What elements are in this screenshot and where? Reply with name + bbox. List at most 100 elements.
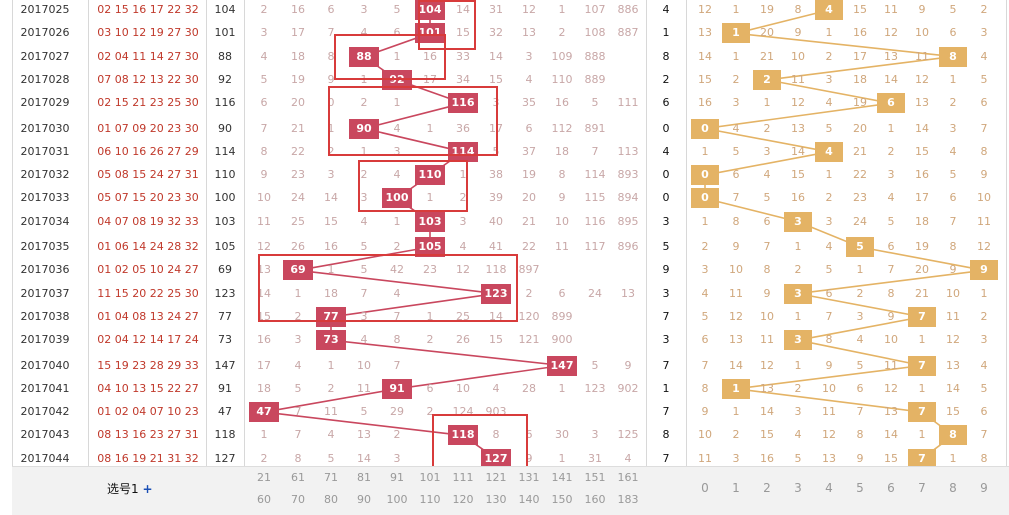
issue-number: 2017031 bbox=[20, 144, 70, 158]
digit-miss-count: 20 bbox=[760, 26, 774, 40]
digit-miss-count: 11 bbox=[760, 333, 774, 347]
miss-count: 7 bbox=[294, 428, 302, 442]
miss-count: 13 bbox=[522, 26, 536, 40]
miss-count: 4 bbox=[360, 333, 368, 347]
issue-number: 2017036 bbox=[20, 263, 70, 277]
digit-miss-count: 2 bbox=[980, 3, 988, 16]
miss-count: 5 bbox=[360, 405, 368, 419]
digit-miss-count: 14 bbox=[884, 428, 898, 442]
miss-count: 20 bbox=[291, 96, 305, 110]
sum-value: 73 bbox=[218, 333, 232, 347]
miss-count: 30 bbox=[555, 428, 569, 442]
column-divider bbox=[206, 0, 207, 466]
miss-count: 35 bbox=[522, 96, 536, 110]
issue-number: 2017037 bbox=[20, 286, 70, 300]
digit-miss-count: 4 bbox=[887, 191, 895, 205]
draw-numbers: 05 07 15 20 23 30 bbox=[97, 191, 199, 205]
tail-digit: 1 bbox=[662, 26, 670, 40]
digit-header: 1 bbox=[732, 481, 740, 495]
digit-miss-count: 1 bbox=[918, 333, 926, 347]
miss-count: 1 bbox=[327, 358, 335, 372]
tail-digit: 0 bbox=[662, 121, 670, 135]
digit-hit-cell: 7 bbox=[908, 448, 936, 469]
select-label-text: 选号1 bbox=[107, 482, 139, 496]
digit-miss-count: 10 bbox=[822, 381, 836, 395]
miss-count: 16 bbox=[291, 3, 305, 16]
select-label[interactable]: 选号1 + bbox=[107, 480, 153, 497]
miss-count: 1 bbox=[558, 451, 566, 465]
miss-count: 2 bbox=[426, 333, 434, 347]
digit-miss-count: 4 bbox=[763, 168, 771, 182]
miss-count: 6 bbox=[525, 121, 533, 135]
digit-miss-count: 19 bbox=[853, 96, 867, 110]
miss-count: 2 bbox=[360, 168, 368, 182]
sum-value: 88 bbox=[218, 49, 232, 63]
miss-count: 5 bbox=[260, 72, 268, 86]
tail-digit: 3 bbox=[662, 333, 670, 347]
miss-count bbox=[481, 356, 511, 376]
sum-value: 90 bbox=[218, 121, 232, 135]
digit-miss-count: 5 bbox=[825, 263, 833, 277]
miss-count: 34 bbox=[456, 72, 470, 86]
miss-count: 11 bbox=[257, 214, 271, 228]
miss-count: 16 bbox=[257, 333, 271, 347]
digit-miss-count: 7 bbox=[887, 263, 895, 277]
tail-digit: 0 bbox=[662, 191, 670, 205]
digit-miss-count: 15 bbox=[698, 72, 712, 86]
digit-miss-count: 16 bbox=[698, 96, 712, 110]
issue-number: 2017026 bbox=[20, 26, 70, 40]
sum-value: 110 bbox=[214, 168, 236, 182]
digit-miss-count: 8 bbox=[794, 3, 802, 16]
miss-count: 10 bbox=[357, 358, 371, 372]
miss-count: 121 bbox=[518, 333, 540, 347]
digit-miss-count: 11 bbox=[915, 49, 929, 63]
miss-count: 125 bbox=[617, 428, 639, 442]
digit-miss-count: 6 bbox=[980, 96, 988, 110]
miss-count: 9 bbox=[260, 168, 268, 182]
miss-count: 26 bbox=[291, 240, 305, 253]
sum-value: 147 bbox=[214, 358, 236, 372]
digit-miss-count: 12 bbox=[698, 3, 712, 16]
miss-count: 8 bbox=[327, 49, 335, 63]
tail-digit: 3 bbox=[662, 286, 670, 300]
digit-miss-count: 14 bbox=[760, 405, 774, 419]
issue-number: 2017044 bbox=[20, 451, 70, 465]
miss-count bbox=[580, 330, 610, 350]
miss-count: 3 bbox=[459, 214, 467, 228]
zone-range-end: 140 bbox=[518, 493, 540, 506]
digit-miss-count: 13 bbox=[884, 49, 898, 63]
digit-miss-count: 3 bbox=[980, 26, 988, 40]
miss-count: 24 bbox=[291, 191, 305, 205]
sum-value: 47 bbox=[218, 405, 232, 419]
miss-count: 39 bbox=[489, 191, 503, 205]
draw-numbers: 07 08 12 13 22 30 bbox=[97, 72, 199, 86]
miss-count: 16 bbox=[555, 96, 569, 110]
miss-count bbox=[613, 330, 643, 350]
digit-miss-count: 4 bbox=[856, 333, 864, 347]
miss-count: 29 bbox=[390, 405, 404, 419]
zone-range-start: 101 bbox=[419, 471, 441, 484]
digit-hit-cell: 3 bbox=[784, 283, 812, 304]
digit-miss-count: 22 bbox=[853, 168, 867, 182]
miss-count: 20 bbox=[522, 191, 536, 205]
digit-header: 5 bbox=[856, 481, 864, 495]
digit-header: 6 bbox=[887, 481, 895, 495]
draw-numbers: 04 10 13 15 22 27 bbox=[97, 381, 199, 395]
miss-count: 2 bbox=[558, 26, 566, 40]
issue-number: 2017039 bbox=[20, 333, 70, 347]
miss-count: 17 bbox=[257, 358, 271, 372]
zone-range-start: 81 bbox=[357, 471, 371, 484]
sum-hit-cell: 91 bbox=[382, 378, 412, 399]
draw-numbers: 08 13 16 23 27 31 bbox=[97, 428, 199, 442]
miss-count: 15 bbox=[324, 214, 338, 228]
tail-digit: 9 bbox=[662, 263, 670, 277]
digit-miss-count: 9 bbox=[918, 3, 926, 16]
zone-range-end: 110 bbox=[419, 493, 441, 506]
digit-miss-count: 14 bbox=[791, 144, 805, 158]
digit-miss-count: 7 bbox=[980, 121, 988, 135]
issue-number: 2017043 bbox=[20, 428, 70, 442]
add-icon[interactable]: + bbox=[142, 482, 153, 496]
digit-miss-count: 6 bbox=[701, 333, 709, 347]
miss-count: 23 bbox=[423, 263, 437, 277]
